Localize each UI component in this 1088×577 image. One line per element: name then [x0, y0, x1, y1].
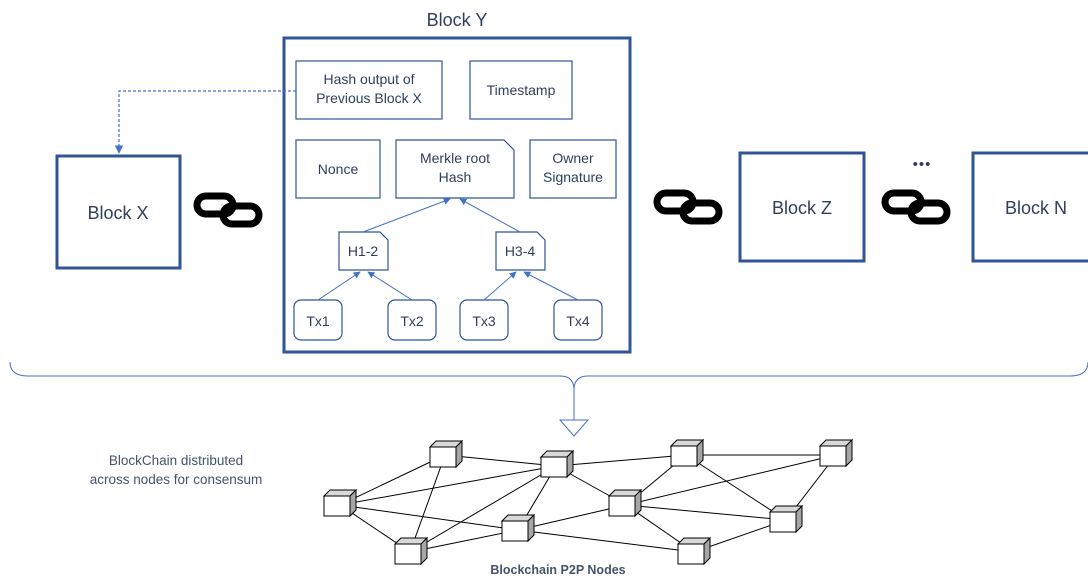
p2p-node — [677, 537, 711, 565]
p2p-node — [323, 489, 357, 517]
tx3-label: Tx3 — [472, 313, 496, 329]
block-n-box — [971, 151, 1088, 263]
ellipsis: ••• — [913, 156, 932, 173]
chain-link-icon — [197, 196, 259, 224]
hash-link-arrow — [114, 90, 296, 154]
hash-prev-box — [295, 60, 443, 120]
nonce-box — [295, 139, 381, 199]
owner-signature-box — [529, 139, 617, 199]
h12-label: H1-2 — [348, 243, 379, 259]
timestamp-box — [469, 60, 573, 120]
p2p-node — [540, 450, 574, 478]
p2p-node — [819, 439, 853, 467]
p2p-edges — [339, 454, 837, 553]
block-x-label: Block X — [87, 203, 148, 223]
merkle-root-line-2: Hash — [439, 169, 472, 185]
merkle-tree-arrows — [317, 197, 579, 301]
p2p-node — [501, 514, 535, 542]
network-description-line-1: BlockChain distributed — [109, 453, 243, 468]
h12-box — [338, 231, 389, 271]
h34-box — [495, 231, 546, 271]
hash-prev-line-2: Previous Block X — [316, 90, 422, 106]
p2p-node — [608, 489, 642, 517]
brace — [9, 361, 1088, 391]
merkle-root-box — [395, 139, 515, 199]
block-z-label: Block Z — [772, 198, 832, 218]
block-y-title: Block Y — [427, 10, 488, 30]
p2p-node — [769, 505, 803, 533]
block-y-box — [282, 36, 632, 354]
down-arrow-icon — [558, 419, 590, 437]
network-description-line-2: across nodes for consensum — [90, 472, 263, 487]
p2p-node — [429, 440, 463, 468]
chain-link-icon — [885, 193, 947, 221]
block-x-box — [55, 154, 182, 270]
h34-label: H3-4 — [505, 243, 536, 259]
hash-prev-line-1: Hash output of — [323, 71, 414, 87]
tx2-label: Tx2 — [400, 313, 424, 329]
p2p-node — [394, 537, 428, 565]
nonce-label: Nonce — [318, 161, 359, 177]
tx4-label: Tx4 — [566, 313, 590, 329]
owner-signature-line-1: Owner — [552, 150, 594, 166]
merkle-root-line-1: Merkle root — [420, 150, 490, 166]
block-z-box — [738, 151, 866, 263]
tx1-label: Tx1 — [306, 313, 330, 329]
timestamp-label: Timestamp — [487, 82, 556, 98]
network-caption: Blockchain P2P Nodes — [490, 563, 625, 577]
chain-link-icon — [657, 193, 719, 221]
owner-signature-line-2: Signature — [543, 169, 603, 185]
block-n-label: Block N — [1005, 198, 1067, 218]
p2p-node — [670, 439, 704, 467]
